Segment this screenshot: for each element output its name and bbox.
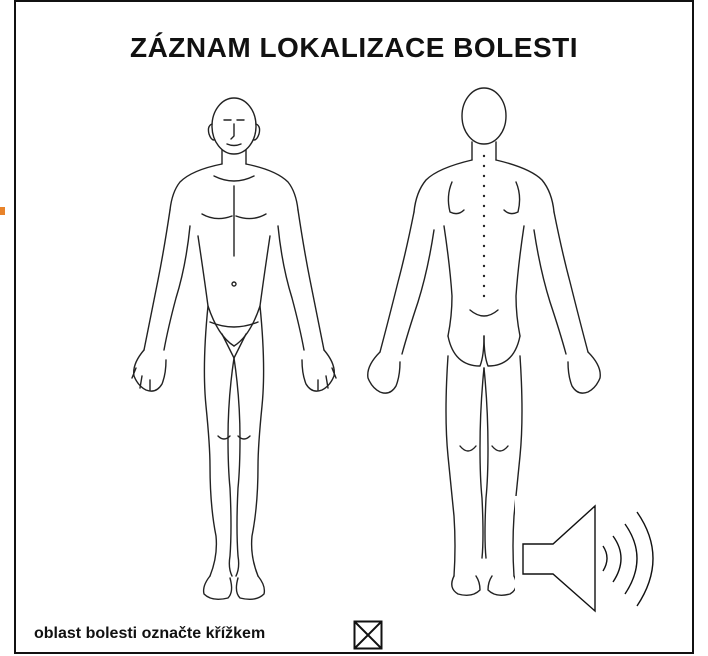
- orange-marker: [0, 207, 5, 215]
- instruction-text: oblast bolesti označte křížkem: [34, 625, 265, 643]
- body-front-figure[interactable]: [114, 86, 354, 606]
- page-title: ZÁZNAM LOKALIZACE BOLESTI: [16, 32, 692, 64]
- crossed-box-icon: [353, 620, 383, 650]
- speaker-audio-icon[interactable]: [515, 496, 670, 621]
